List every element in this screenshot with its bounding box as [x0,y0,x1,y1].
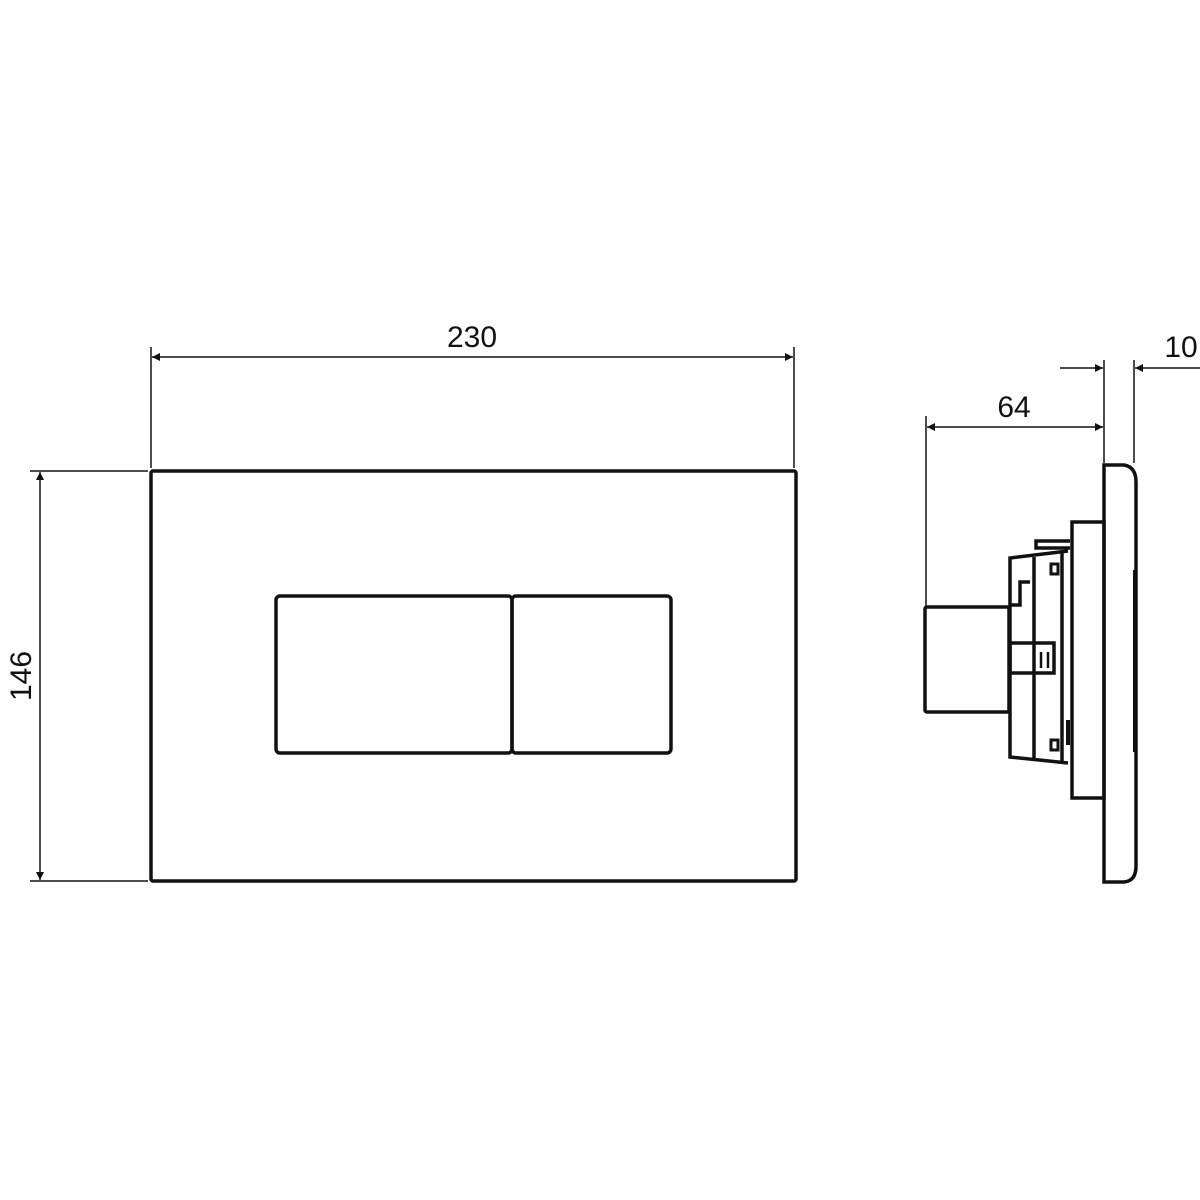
flush-plate-outline [149,469,798,883]
width-dimension-label: 230 [447,321,497,354]
side-view: 64 10 [923,331,1200,884]
front-view: 230 146 [5,321,798,883]
small-flush-button [510,594,673,755]
height-dimension: 146 [5,470,148,882]
cistern-connector [923,605,1011,714]
height-dimension-label: 146 [5,651,38,701]
thickness-dimension: 10 [1060,331,1200,463]
width-dimension: 230 [150,321,795,468]
side-plate-profile [1102,463,1138,884]
thickness-dimension-label: 10 [1164,331,1197,364]
depth-dimension: 64 [925,360,1105,606]
depth-dimension-label: 64 [997,391,1030,424]
clip-top [1034,539,1070,550]
large-flush-button [274,594,514,755]
mounting-frame [1070,520,1106,800]
